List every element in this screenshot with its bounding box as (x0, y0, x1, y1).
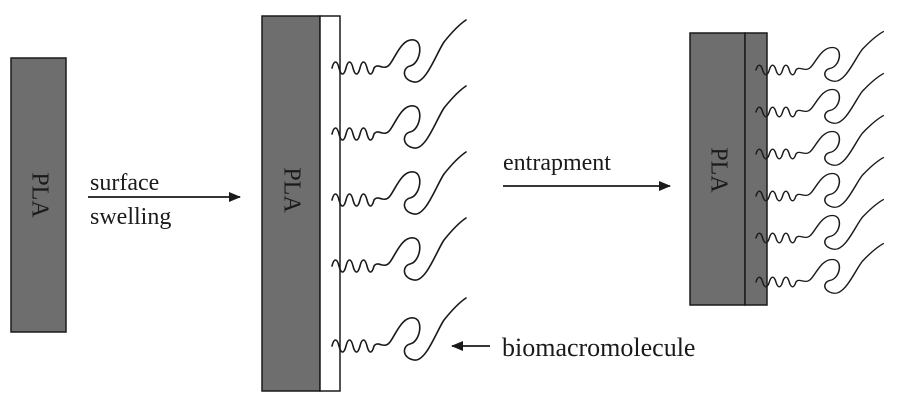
biomacromolecule-chain (755, 72, 885, 125)
surface-label: surface (90, 170, 159, 196)
stage-2-swollen-pla: PLA (261, 15, 467, 392)
swollen-surface-layer (319, 15, 341, 392)
pla-label-swollen: PLA (278, 167, 304, 213)
biomacromolecule-chain (755, 30, 885, 83)
entrapment-label: entrapment (503, 150, 611, 176)
pla-block-swollen (261, 15, 321, 392)
surface-swelling-step: surface swelling (88, 170, 241, 230)
entrapment-step: entrapment (503, 150, 671, 191)
biomacromolecule-chain (755, 156, 885, 209)
pla-block-entrapped (689, 32, 746, 306)
stage-3-entrapped-pla: PLA (689, 30, 885, 306)
biomacromolecule-chain (755, 242, 885, 295)
swelling-label: swelling (90, 204, 171, 230)
biomacromolecule-chain (331, 19, 467, 83)
biomacromolecule-chain (331, 85, 467, 149)
biomacromolecule-chain (331, 217, 467, 281)
biomacromolecule-chain (331, 297, 467, 361)
biomacromolecule-chain (755, 198, 885, 251)
stage-1-pla: PLA (10, 57, 67, 333)
biomacromolecule-annotation: biomacromolecule (451, 333, 695, 362)
biomacromolecule-chains-entrapped (755, 30, 885, 295)
biomacromolecule-chain (331, 151, 467, 215)
biomacromolecule-label: biomacromolecule (502, 333, 695, 362)
pla-block-initial (10, 57, 67, 333)
pla-label-entrapped: PLA (705, 147, 731, 193)
entrapment-layer (744, 32, 768, 306)
pla-label-initial: PLA (26, 172, 52, 218)
biomacromolecule-chain (755, 114, 885, 167)
biomacromolecule-chains-free (331, 19, 467, 361)
